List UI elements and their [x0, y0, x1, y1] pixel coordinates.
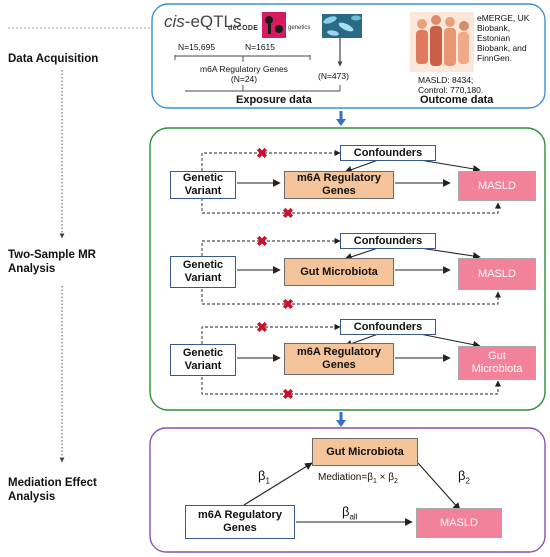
gut-microbiota-exposure-box: Gut Microbiota [284, 258, 394, 286]
decode-genetics-logo-icon [262, 12, 286, 38]
genetic-variant-line2: Variant [184, 272, 222, 284]
stage-label-data-acquisition: Data Acquisition [8, 53, 99, 65]
mediation-panel [149, 427, 546, 553]
m6a-exposure-line2: Genes [322, 185, 356, 197]
m6a-gene-line1: m6A Regulatory Genes [200, 64, 288, 74]
blocked-path-cross-icon: ✖ [256, 233, 268, 249]
genetic-variant-box: Genetic Variant [170, 256, 236, 288]
formula-part: Mediation=β [318, 472, 373, 483]
eqtl-logo-text: cis-eQTLs [164, 12, 241, 32]
mediation-formula: Mediation=β1 × β2 [318, 472, 398, 485]
stage-label-med-line2: Analysis [8, 491, 56, 503]
m6a-exposure-line1: m6A Regulatory [297, 346, 381, 358]
m6a-exposure-box: m6A Regulatory Genes [284, 171, 394, 199]
blocked-path-cross-icon: ✖ [256, 319, 268, 335]
formula-part: × β [376, 472, 395, 483]
eqtl-prefix: cis [164, 12, 185, 31]
exposure-data-label: Exposure data [236, 94, 312, 106]
confounders-box: Confounders [340, 233, 436, 249]
stage-label-mr-line2: Analysis [8, 263, 56, 275]
confounders-box: Confounders [340, 319, 436, 335]
outcome-cohorts: eMERGE, UK Biobank, Estonian Biobank, an… [477, 13, 543, 63]
cohort-line: Biobank, and [477, 43, 527, 53]
gut-microbiota-line2: Microbiota [471, 363, 523, 375]
decode-sub-text: genetics [288, 25, 311, 31]
genetic-variant-box: Genetic Variant [170, 171, 236, 199]
blocked-path-cross-icon: ✖ [256, 145, 268, 161]
m6a-mediation-line2: Genes [223, 522, 257, 534]
stage-label-med-line1: Mediation Effect [8, 477, 97, 489]
beta1-label: β1 [258, 468, 270, 486]
genetic-variant-line1: Genetic [182, 172, 224, 184]
microbiota-image-icon [322, 14, 362, 38]
beta-sub: all [349, 512, 358, 522]
beta-all-label: βall [342, 504, 358, 522]
gut-microbiota-line1: Gut [488, 350, 506, 362]
outcome-cases: MASLD: 8434; [418, 75, 474, 85]
m6a-exposure-box: m6A Regulatory Genes [284, 343, 394, 375]
stage-label-two-sample-mr: Two-Sample MR Analysis [8, 248, 96, 276]
genetic-variant-line1: Genetic [182, 259, 224, 271]
beta-sub: 2 [465, 476, 470, 486]
n-decode-count: N=1615 [245, 42, 276, 52]
genetic-variant-line1: Genetic [182, 347, 224, 359]
beta-symbol: β [458, 468, 466, 483]
confounders-box: Confounders [340, 145, 436, 161]
masld-outcome-box: MASLD [458, 171, 536, 201]
n-eqtl-count: N=15,695 [178, 42, 216, 52]
masld-mediation-box: MASLD [416, 508, 502, 538]
beta-symbol: β [342, 504, 350, 519]
formula-sub2: 2 [394, 478, 398, 485]
mr-analysis-panel [149, 127, 546, 411]
m6a-exposure-line1: m6A Regulatory [297, 172, 381, 184]
stage-label-mediation: Mediation Effect Analysis [8, 476, 97, 504]
cohort-line: FinnGen. [477, 53, 512, 63]
genetic-variant-line2: Variant [184, 185, 222, 197]
cohort-line: Estonian [477, 33, 511, 43]
masld-outcome-box: MASLD [458, 258, 536, 290]
beta-symbol: β [258, 468, 266, 483]
m6a-gene-line2: (N=24) [230, 74, 258, 84]
beta-sub: 1 [265, 476, 270, 486]
genetic-variant-line2: Variant [184, 360, 222, 372]
blocked-path-cross-icon: ✖ [282, 205, 294, 221]
down-arrow-1 [336, 119, 346, 126]
m6a-gene-source: m6A Regulatory Genes (N=24) [188, 64, 300, 84]
decode-logo-text: deCODE [228, 25, 259, 32]
blocked-path-cross-icon: ✖ [282, 386, 294, 402]
outcome-data-label: Outcome data [420, 94, 494, 106]
m6a-mediation-line1: m6A Regulatory [198, 509, 282, 521]
gut-microbiota-outcome-box: Gut Microbiota [458, 346, 536, 380]
stage-label-mr-line1: Two-Sample MR [8, 249, 96, 261]
population-people-icon [410, 12, 474, 72]
outcome-controls: Control: 770,180. [418, 85, 484, 95]
eqtl-suffix: -eQTLs [184, 12, 242, 31]
n-microbiota-count: (N=473) [318, 71, 349, 81]
blocked-path-cross-icon: ✖ [282, 296, 294, 312]
genetic-variant-box: Genetic Variant [170, 344, 236, 376]
beta2-label: β2 [458, 468, 470, 486]
mediator-gut-microbiota-box: Gut Microbiota [312, 438, 418, 466]
m6a-genes-mediation-box: m6A Regulatory Genes [185, 505, 295, 539]
data-acquisition-panel [151, 3, 546, 109]
formula-sub1: 1 [372, 478, 377, 485]
cohort-line: Biobank, [477, 23, 511, 33]
cohort-line: eMERGE, UK [477, 13, 530, 23]
down-arrow-2 [336, 420, 346, 427]
m6a-exposure-line2: Genes [322, 359, 356, 371]
